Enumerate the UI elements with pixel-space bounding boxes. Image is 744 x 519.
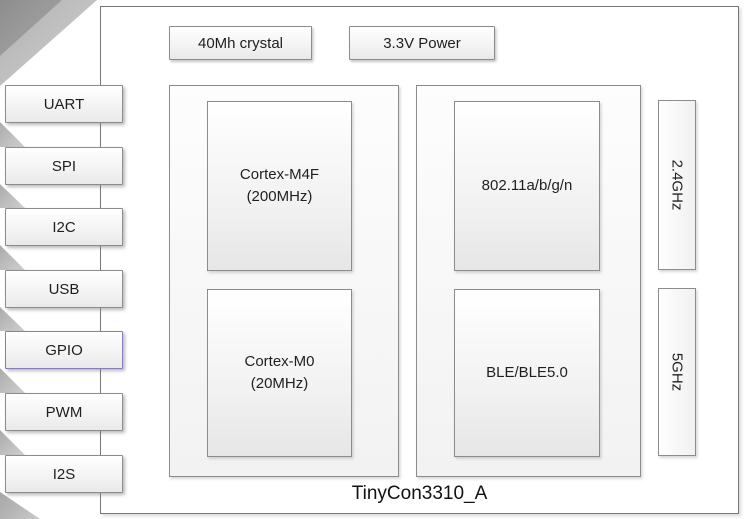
antenna-2-4ghz: 2.4GHz	[658, 100, 696, 270]
port-usb: USB	[5, 270, 123, 308]
port-gpio-label: GPIO	[45, 341, 83, 359]
block-cortex-m4f-title: Cortex-M4F	[239, 166, 320, 183]
port-i2s: I2S	[5, 455, 123, 493]
ribbon-wedge	[0, 430, 25, 455]
block-cortex-m0-title: Cortex-M0	[244, 353, 315, 370]
port-i2s-label: I2S	[52, 465, 76, 483]
port-uart-label: UART	[43, 95, 85, 113]
port-i2c: I2C	[5, 208, 123, 246]
port-i2c-label: I2C	[52, 218, 76, 236]
corner-decoration-bottom	[0, 492, 40, 519]
port-uart: UART	[5, 85, 123, 123]
ribbon-wedge	[0, 307, 25, 331]
port-gpio: GPIO	[5, 331, 123, 369]
block-wifi-title: 802.11a/b/g/n	[481, 177, 573, 194]
block-cortex-m4f-subtitle: (200MHz)	[246, 188, 313, 205]
antenna-2-4ghz-label: 2.4GHz	[668, 159, 686, 211]
antenna-5ghz-label: 5GHz	[668, 352, 686, 392]
module-power-label: 3.3V Power	[383, 34, 461, 52]
chip-outline: 40Mh crystal 3.3V Power Cortex-M4F (200M…	[100, 6, 739, 514]
port-usb-label: USB	[48, 280, 80, 298]
ribbon-wedge	[0, 184, 25, 208]
port-pwm: PWM	[5, 393, 123, 431]
module-power: 3.3V Power	[349, 26, 495, 60]
chip-title: TinyCon3310_A	[351, 483, 488, 504]
ribbon-wedge	[0, 245, 25, 270]
block-cortex-m0-subtitle: (20MHz)	[250, 375, 309, 392]
module-crystal: 40Mh crystal	[169, 26, 312, 60]
block-ble: BLE/BLE5.0	[454, 289, 600, 457]
antenna-5ghz: 5GHz	[658, 288, 696, 456]
port-spi: SPI	[5, 147, 123, 185]
ribbon-wedge	[0, 122, 25, 147]
block-ble-title: BLE/BLE5.0	[486, 364, 568, 381]
cpu-cluster: Cortex-M4F (200MHz) Cortex-M0 (20MHz)	[169, 85, 399, 477]
radio-cluster: 802.11a/b/g/n BLE/BLE5.0	[416, 85, 641, 477]
module-crystal-label: 40Mh crystal	[197, 34, 284, 52]
block-cortex-m0: Cortex-M0 (20MHz)	[207, 289, 352, 457]
block-cortex-m4f: Cortex-M4F (200MHz)	[207, 101, 352, 271]
ribbon-wedge	[0, 368, 25, 393]
block-wifi: 802.11a/b/g/n	[454, 101, 600, 271]
port-spi-label: SPI	[51, 157, 77, 175]
port-pwm-label: PWM	[45, 403, 83, 421]
